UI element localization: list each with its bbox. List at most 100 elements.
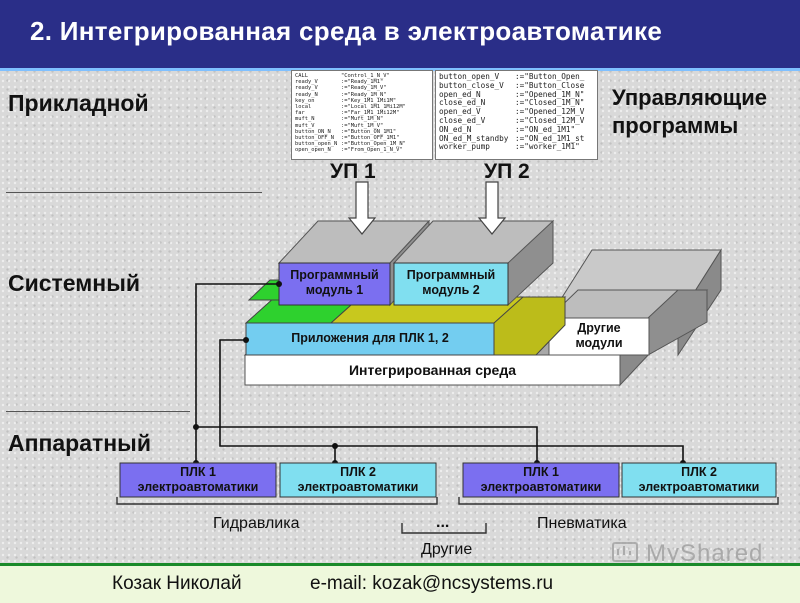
code-value: :="Local_1M1_1Mi12M": [341, 104, 406, 111]
code-value: :="Closed_12M_V: [515, 115, 585, 125]
prog2-front: [393, 262, 509, 306]
header-bar: 2. Интегрированная среда в электроавтома…: [0, 0, 800, 71]
plc-pneu-1-label: ПЛК 1 электроавтоматики: [463, 465, 619, 495]
plc-hyd-2-title: ПЛК 2: [340, 465, 376, 479]
code-key: local: [295, 104, 312, 111]
prog-module-1-label: Программный модуль 1: [279, 268, 390, 298]
plc-hyd-1: [119, 462, 277, 498]
code-line: far:="Far_1M1_1Mi12M": [295, 110, 429, 116]
plc-hyd-2-label: ПЛК 2 электроавтоматики: [280, 465, 436, 495]
plc-hyd-1-title: ПЛК 1: [180, 465, 216, 479]
prog-module-2-line2: модуль 2: [422, 283, 480, 297]
code-line: open_ed_N:="Opened_1M_N": [439, 89, 594, 100]
code-value: :="Key_1M1_1Mi1M": [341, 97, 397, 104]
code-line: ready_V :="Ready_1M_V": [295, 85, 429, 91]
prog-module-2-line1: Программный: [406, 268, 496, 282]
code-key: button_OFF_N: [295, 135, 334, 142]
code-key: ready_V: [295, 79, 318, 86]
code-key: muft_V: [295, 122, 315, 129]
prog1-front: [278, 262, 391, 306]
level-hardware-label: Аппаратный: [8, 430, 151, 456]
code-line: CALL "Control_1_N_V": [295, 73, 429, 79]
code-line: button_open_N:="Button_Open_1M_N": [295, 141, 429, 147]
control-programs-line1: Управляющие: [612, 85, 767, 110]
code-line: button_open_V :="Button_Open_: [439, 72, 594, 82]
up1-code-listing: CALL"Control_1_N_V"ready_V:="Ready_1M1"r…: [291, 70, 433, 160]
code-line: ON_ed_M_standby:="ON_ed_1M1_st: [439, 133, 594, 144]
code-key: button_open_V: [439, 72, 500, 81]
code-value: :="Ready_1M_N": [341, 91, 387, 98]
pneumatics-label: Пневматика: [537, 515, 627, 532]
code-value: :="Muft_1M_N": [341, 116, 384, 123]
code-value: :="ON_ed_1M1_st: [515, 133, 585, 143]
arrow-up2: [477, 181, 507, 235]
code-value: :="Far_1M1_1Mi12M": [341, 110, 400, 117]
code-key: button_close_V: [439, 80, 504, 90]
code-key: ready_N: [295, 91, 318, 98]
plc-pneu-2-label: ПЛК 2 электроавтоматики: [622, 465, 776, 495]
control-programs-line2: программы: [612, 113, 739, 138]
prog-module-2-label: Программный модуль 2: [394, 268, 508, 298]
code-value: :="Button_Open_1M_N": [341, 141, 406, 148]
code-key: worker_pump: [439, 142, 490, 152]
watermark-text: MyShared: [646, 540, 764, 567]
code-line: button_close_V:="Button_Close: [439, 80, 594, 91]
code-value: :="Opened_12M_V: [515, 107, 585, 117]
code-key: button_open_N: [295, 141, 338, 148]
env-slab-front: [244, 354, 621, 386]
prog-module-1-line1: Программный: [290, 268, 379, 282]
plc-pneu-1-title: ПЛК 1: [523, 465, 559, 479]
code-line: open_ed_V:="Opened_12M_V: [439, 107, 594, 117]
code-line: open_open_N :="From_Open_1_N_V": [295, 147, 429, 153]
plc-pneu-2: [621, 462, 777, 498]
other-ellipsis: ...: [436, 514, 450, 531]
apps-label: Приложения для ПЛК 1, 2: [291, 331, 449, 345]
code-line: key_on :="Key_1M1_1Mi1M": [295, 98, 429, 104]
code-key: open_open_N: [295, 147, 331, 154]
plc-hyd-1-subtitle: электроавтоматики: [137, 480, 259, 494]
code-line: worker_pump :="worker_1M1": [439, 143, 594, 152]
code-value: :="Ready_1M_V": [341, 85, 387, 92]
code-line: ready_V :="Ready_1M1": [295, 79, 429, 85]
arrow-up1: [347, 181, 377, 235]
plc-pneu-2-title: ПЛК 2: [681, 465, 717, 479]
code-value: :="Closed_1M_N": [515, 98, 585, 108]
code-line: close_ed_N :="Closed_1M_N": [439, 99, 594, 108]
code-value: :="Ready_1M1": [341, 79, 384, 86]
code-value: "Control_1_N_V": [341, 73, 390, 79]
connection-lines: [195, 283, 684, 463]
code-value: :="Button_ON_1M1": [341, 128, 397, 135]
up2-code-listing: button_open_V:="Button_Open_button_close…: [435, 70, 598, 160]
code-value: :="Button_Open_: [515, 72, 585, 81]
apps-front: [245, 322, 495, 356]
code-value: :="From_Open_1_N_V": [341, 147, 403, 154]
code-key: muft_N: [295, 116, 315, 123]
plc-pneu-2-subtitle: электроавтоматики: [638, 480, 760, 494]
code-line: close_ed_V :="Closed_12M_V: [439, 115, 594, 126]
code-value: :="Muft_1M_V": [341, 122, 384, 129]
hydraulics-label: Гидравлика: [213, 515, 300, 532]
plc-hyd-2-subtitle: электроавтоматики: [297, 480, 419, 494]
separator-line-2: [6, 411, 190, 412]
level-system-label: Системный: [8, 270, 140, 296]
code-key: close_ed_V: [439, 115, 486, 125]
code-value: :="worker_1M1": [515, 142, 580, 152]
code-line: ready_N :="Ready_1M_N": [295, 92, 429, 98]
group-brackets: [116, 497, 779, 534]
code-key: CALL: [295, 73, 308, 79]
code-line: local :="Local_1M1_1Mi12M": [295, 104, 429, 110]
code-key: ready_V: [295, 85, 318, 92]
other-modules-label: Другие модули: [549, 321, 649, 351]
page-title: 2. Интегрированная среда в электроавтома…: [30, 16, 663, 46]
code-value: :="Opened_1M_N": [515, 89, 585, 99]
code-key: key_on: [295, 97, 315, 104]
code-line: button_ON_N:="Button_ON_1M1": [295, 129, 429, 135]
code-key: close_ed_N: [439, 98, 486, 108]
footer-bar: Козак Николай e-mail: kozak@ncsystems.ru: [0, 563, 800, 603]
other-modules-front: [548, 317, 650, 356]
code-value: :="Button_OFF_1M1": [341, 135, 400, 142]
up2-label: УП 2: [484, 160, 530, 183]
code-line: muft_N :="Muft_1M_N": [295, 116, 429, 122]
code-line: button_OFF_N :="Button_OFF_1M1": [295, 135, 429, 141]
